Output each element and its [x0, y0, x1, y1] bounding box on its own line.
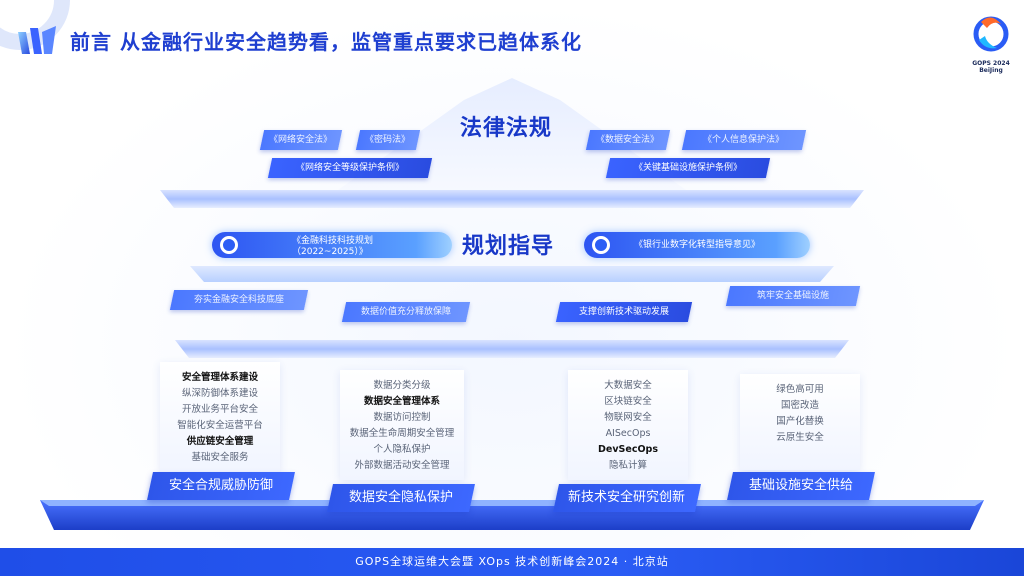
law-chip-label: 《网络安全等级保护条例》 — [295, 163, 404, 173]
guidance-bar-right: 《银行业数字化转型指导意见》 — [584, 232, 810, 258]
law-chip: 《数据安全法》 — [585, 130, 671, 150]
pillar-item: 智能化安全运营平台 — [177, 420, 263, 431]
guidance-bar-left-line1: 《金融科技科技规划 — [292, 236, 374, 246]
pillar-item: 数据访问控制 — [373, 412, 431, 423]
guidance-bar-left-line2: （2022~2025）》 — [292, 247, 368, 257]
law-chip: 《网络安全等级保护条例》 — [267, 158, 433, 178]
law-chip-label: 《密码法》 — [365, 135, 411, 145]
pillar-item: 个人隐私保护 — [373, 444, 431, 455]
guidance-bar-left-label: 《金融科技科技规划 （2022~2025）》 — [292, 236, 373, 258]
law-chip-label: 《个人信息保护法》 — [703, 135, 785, 145]
pillar-label: 新技术安全研究创新 — [553, 484, 701, 512]
gops-emblem-icon — [973, 16, 1009, 52]
gops-logo-year: GOPS 2024 — [972, 60, 1010, 67]
brand-logo-icon — [18, 26, 56, 54]
pillar-card-data: 数据分类分级 数据安全管理体系 数据访问控制 数据全生命周期安全管理 个人隐私保… — [340, 370, 464, 480]
footer-text: GOPS全球运维大会暨 XOps 技术创新峰会2024 · 北京站 — [355, 555, 669, 568]
footer-bar: GOPS全球运维大会暨 XOps 技术创新峰会2024 · 北京站 — [0, 548, 1024, 576]
law-chip: 《个人信息保护法》 — [681, 130, 807, 150]
pillar-item: 安全管理体系建设 — [181, 372, 258, 383]
pillar-item: 区块链安全 — [604, 396, 652, 407]
pillar-item: 大数据安全 — [604, 380, 652, 391]
pillar-item: 开放业务平台安全 — [181, 404, 258, 415]
guidance-chip: 夯实金融安全科技底座 — [169, 290, 309, 310]
pillar-item: 云原生安全 — [776, 432, 824, 443]
page-title: 前言 从金融行业安全趋势看，监管重点要求已趋体系化 — [70, 30, 582, 54]
guidance-bar-right-label: 《银行业数字化转型指导意见》 — [634, 240, 761, 250]
circle-icon — [592, 236, 610, 254]
gops-logo-city: BeiJing — [979, 67, 1003, 74]
pillar-label-text: 基础设施安全供给 — [748, 478, 853, 493]
pillar-card-newtech: 大数据安全 区块链安全 物联网安全 AISecOps DevSecOps 隐私计… — [568, 370, 688, 480]
guidance-chip: 支撑创新技术驱动发展 — [555, 302, 693, 322]
pillar-item: 国密改造 — [780, 400, 819, 411]
pillar-item: 数据分类分级 — [373, 380, 431, 391]
pillar-item: 基础安全服务 — [191, 452, 249, 463]
guidance-chip-label: 支撑创新技术驱动发展 — [578, 307, 669, 317]
gops-logo: GOPS 2024 BeiJing — [966, 14, 1016, 76]
pillar-label: 基础设施安全供给 — [727, 472, 875, 500]
pillar-label: 安全合规威胁防御 — [147, 472, 295, 500]
law-chip-label: 《关键基础设施保护条例》 — [633, 163, 742, 173]
pillar-item: 纵深防御体系建设 — [181, 388, 258, 399]
pillar-label-text: 数据安全隐私保护 — [348, 490, 453, 505]
pillar-item: 外部数据活动安全管理 — [354, 460, 450, 471]
guidance-chip-label: 夯实金融安全科技底座 — [193, 295, 284, 305]
pillar-item: 国产化替换 — [776, 416, 824, 427]
guidance-chip: 筑牢安全基础设施 — [725, 286, 861, 306]
pillar-card-compliance: 安全管理体系建设 纵深防御体系建设 开放业务平台安全 智能化安全运营平台 供应链… — [160, 362, 280, 472]
pillar-label-text: 新技术安全研究创新 — [568, 490, 686, 505]
pillar-label-text: 安全合规威胁防御 — [168, 478, 273, 493]
pillar-card-infra: 绿色高可用 国密改造 国产化替换 云原生安全 — [740, 374, 860, 470]
pillar-item: 绿色高可用 — [776, 384, 824, 395]
pillar-item: 隐私计算 — [608, 460, 647, 471]
pillar-item: 数据全生命周期安全管理 — [349, 428, 455, 439]
circle-icon — [220, 236, 238, 254]
pillar-item: 物联网安全 — [604, 412, 652, 423]
guidance-chip-label: 筑牢安全基础设施 — [756, 291, 829, 301]
pillar-item: 供应链安全管理 — [186, 436, 254, 447]
pillar-label: 数据安全隐私保护 — [327, 484, 475, 512]
law-chip: 《密码法》 — [355, 130, 421, 150]
guidance-chip-label: 数据价值充分释放保障 — [360, 307, 451, 317]
pillar-item: AISecOps — [605, 428, 651, 439]
laws-tier-title: 法律法规 — [460, 116, 553, 141]
law-chip-label: 《数据安全法》 — [596, 135, 660, 145]
guidance-bar-left: 《金融科技科技规划 （2022~2025）》 — [212, 232, 452, 258]
law-chip-label: 《网络安全法》 — [269, 135, 333, 145]
law-chip: 《关键基础设施保护条例》 — [605, 158, 771, 178]
pillar-item: 数据安全管理体系 — [363, 396, 440, 407]
pillar-item: DevSecOps — [598, 444, 658, 455]
guidance-chip: 数据价值充分释放保障 — [341, 302, 471, 322]
law-chip: 《网络安全法》 — [259, 130, 343, 150]
guidance-tier-title: 规划指导 — [462, 234, 555, 259]
